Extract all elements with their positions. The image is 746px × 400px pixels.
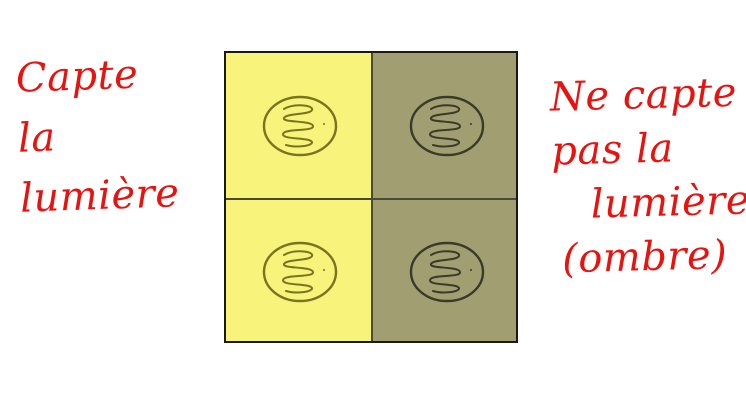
caption-light-side: Capte la lumière — [15, 43, 180, 228]
chloroplast-coil — [281, 104, 314, 148]
cell-nucleus-dot — [322, 123, 325, 125]
coiled-cell-icon — [409, 95, 484, 157]
grid-cell-bottom-left — [226, 199, 373, 341]
chloroplast-coil — [428, 250, 461, 294]
grid-cell-top-left — [226, 53, 373, 199]
coiled-cell-icon — [409, 241, 484, 303]
cell-nucleus-dot — [469, 123, 472, 125]
caption-light-line-1: Capte — [15, 51, 139, 102]
chloroplast-coil — [281, 250, 314, 294]
cell-outline — [262, 95, 337, 157]
caption-shadow-line-1: Ne capte — [549, 69, 738, 121]
grid-divider-horizontal — [226, 198, 516, 200]
chloroplast-coil — [428, 104, 461, 148]
coiled-cell-icon — [262, 95, 337, 157]
grid-divider-vertical — [371, 53, 373, 341]
cell-outline — [409, 95, 484, 157]
caption-shadow-side: Ne capte pas la lumière (ombre) — [549, 65, 746, 286]
leaf-cell-grid — [224, 51, 518, 343]
grid-cell-bottom-right — [373, 199, 516, 341]
caption-shadow-line-3: lumière — [590, 177, 746, 228]
grid-cell-top-right — [373, 53, 516, 199]
cell-outline — [262, 241, 337, 303]
cell-nucleus-dot — [469, 269, 472, 271]
coiled-cell-icon — [262, 241, 337, 303]
caption-light-line-2: la — [17, 114, 57, 162]
cell-nucleus-dot — [322, 269, 325, 271]
cell-outline — [409, 241, 484, 303]
caption-light-line-3: lumière — [19, 170, 181, 222]
caption-shadow-line-4: (ombre) — [561, 232, 728, 283]
caption-shadow-line-2: pas la — [550, 125, 675, 175]
